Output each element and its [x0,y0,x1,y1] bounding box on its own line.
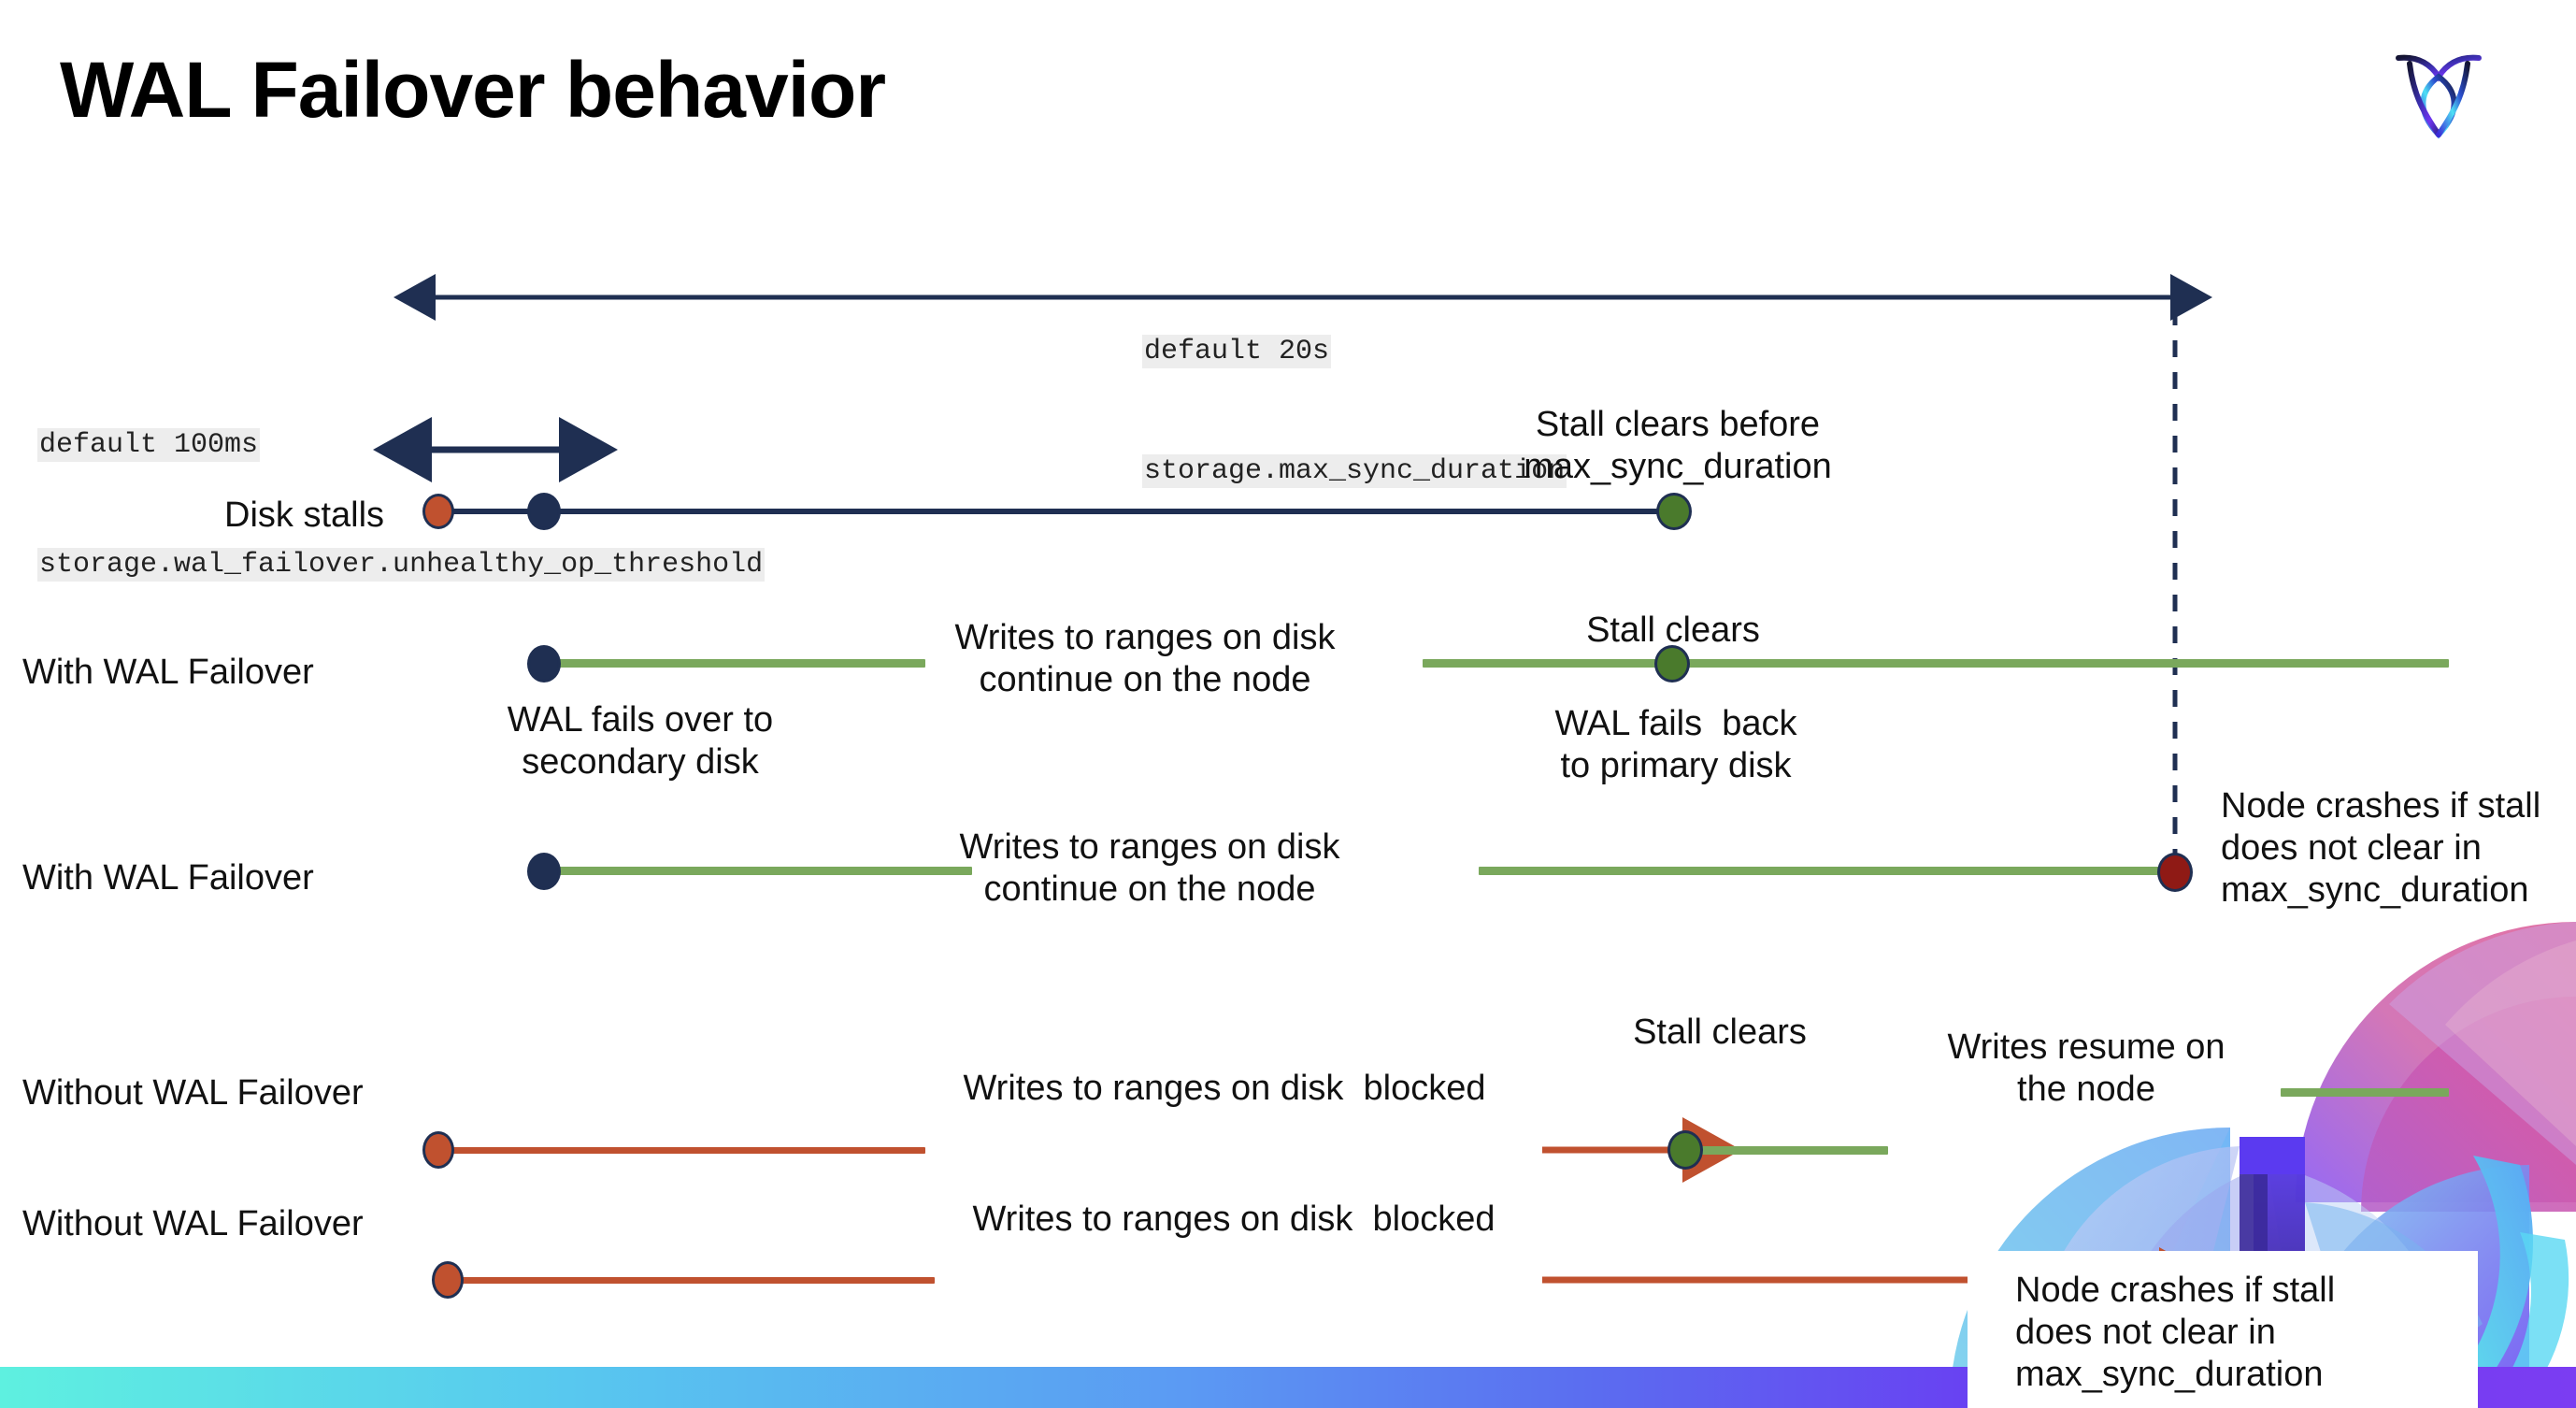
page-title: WAL Failover behavior [60,46,886,134]
callout-node-crashes-1: Node crashes if stall does not clear in … [2221,786,2541,910]
row1-stall-line [439,509,1682,514]
annotation-max-sync-duration: default 20s storage.max_sync_duration [1142,252,1567,571]
callout-writes-blocked-2: Writes to ranges on disk blocked [972,1200,1496,1239]
callout-stall-clears-3: Stall clears [1633,1013,1807,1052]
node-crashes-textbox [1968,1251,2478,1408]
row2-green-seg-left [542,659,925,668]
row4-green-seg-mid [1692,1146,1888,1155]
annotation-unhealthy-op-threshold: default 100ms storage.wal_failover.unhea… [37,346,766,665]
callout-writes-continue-2: Writes to ranges on disk continue on the… [959,827,1340,909]
annotation-unhealthy-setting: storage.wal_failover.unhealthy_op_thresh… [37,547,766,582]
row2-stall-clear-dot [1654,645,1690,682]
row-label-disk-stalls: Disk stalls [224,496,385,535]
callout-writes-resume: Writes resume on the node [1947,1027,2225,1109]
row-label-without-wal-failover-1: Without WAL Failover [22,1073,364,1113]
row2-green-seg-right [1423,659,2449,668]
row4-red-seg-left [449,1147,925,1154]
callout-node-crashes-2: Node crashes if stall does not clear in … [2015,1271,2336,1394]
row3-crash-dot [2157,853,2193,892]
callout-wal-fails-over: WAL fails over to secondary disk [507,700,774,782]
row-label-without-wal-failover-2: Without WAL Failover [22,1204,364,1243]
callout-writes-blocked-1: Writes to ranges on disk blocked [963,1069,1486,1108]
row5-stall-start-dot [432,1261,464,1299]
row2-failover-dot [527,645,561,682]
row3-green-seg-left [542,867,972,875]
callout-stall-clears-before: Stall clears before max_sync_duration [1524,405,1832,486]
row3-failover-dot [527,853,561,890]
row3-green-seg-right [1479,867,2170,875]
row1-stall-start-dot [422,494,454,529]
row-label-with-wal-failover-1: With WAL Failover [22,653,314,692]
callout-writes-continue-1: Writes to ranges on disk continue on the… [954,618,1336,699]
row1-stall-clear-dot [1656,493,1692,530]
callout-stall-clears-2: Stall clears [1586,611,1760,650]
row-label-with-wal-failover-2: With WAL Failover [22,858,314,898]
annotation-max-sync-default: default 20s [1142,335,1332,369]
annotation-unhealthy-default: default 100ms [37,428,261,463]
callout-wal-fails-back: WAL fails back to primary disk [1554,704,1797,785]
row5-red-seg-left [458,1277,935,1284]
row4-green-seg-right [2281,1088,2449,1097]
row4-stall-start-dot [422,1131,454,1169]
row1-threshold-dot [527,493,561,530]
row4-stall-clear-dot [1667,1130,1703,1170]
cockroachdb-logo [2389,36,2488,142]
annotation-max-sync-setting: storage.max_sync_duration [1142,453,1567,488]
